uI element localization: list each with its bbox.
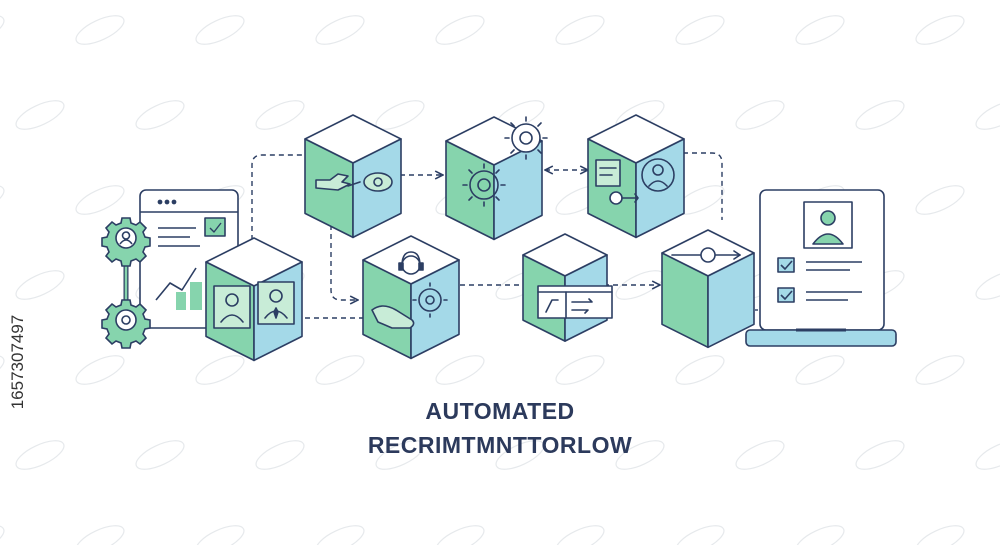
watermark-mark: [135, 440, 185, 470]
gear-settings-icon: [462, 116, 548, 207]
watermark-mark: [315, 355, 365, 385]
connector-lines: [251, 152, 758, 319]
cube-icons: [213, 116, 741, 329]
watermark-mark: [135, 100, 185, 130]
watermark-mark: [855, 100, 905, 130]
watermark-mark: [915, 15, 965, 45]
process-cubes: [205, 114, 755, 362]
watermark-mark: [75, 355, 125, 385]
watermark-mark: [795, 15, 845, 45]
watermark-mark: [75, 185, 125, 215]
headset-hand-gear-icon: [371, 251, 448, 329]
cube-gear: [445, 116, 543, 241]
watermark-mark: [795, 525, 845, 545]
watermark-mark: [15, 100, 65, 130]
watermark-mark: [75, 525, 125, 545]
connector-start-to-screening: [251, 154, 303, 240]
watermark-mark: [435, 525, 485, 545]
watermark-mark: [675, 355, 725, 385]
watermark-mark: [915, 355, 965, 385]
watermark-mark: [315, 525, 365, 545]
connector-down-to-support: [330, 207, 358, 300]
watermark-mark: [15, 270, 65, 300]
watermark-mark: [795, 355, 845, 385]
watermark-mark: [195, 525, 245, 545]
watermark-mark: [735, 100, 785, 130]
connector-interview-to-offer: [683, 152, 723, 220]
watermark-mark: [495, 440, 545, 470]
stock-image-id: 1657307497: [8, 314, 27, 410]
diagram-title-line-2: RECRIMTMNTTORLOW: [367, 432, 633, 458]
laptop-resume-icon: [745, 189, 897, 347]
watermark-mark: [915, 185, 965, 215]
watermark-mark: [975, 440, 1000, 470]
watermark-mark: [435, 15, 485, 45]
cube-support: [362, 235, 460, 360]
watermark-mark: [195, 355, 245, 385]
diagram-title-line-1: AUTOMATED: [425, 398, 575, 424]
gear-icon: [101, 217, 151, 267]
watermark-mark: [615, 440, 665, 470]
watermark-mark: [195, 15, 245, 45]
watermark-mark: [0, 525, 5, 545]
watermark-mark: [435, 355, 485, 385]
watermark-mark: [855, 440, 905, 470]
candidate-profiles-icon: [213, 281, 295, 329]
watermark-mark: [375, 440, 425, 470]
watermark-mark: [255, 440, 305, 470]
gear-chain-icon: [101, 217, 151, 349]
watermark-mark: [0, 185, 5, 215]
watermark-mark: [555, 355, 605, 385]
watermark-mark: [675, 525, 725, 545]
watermark-mark: [255, 100, 305, 130]
watermark-mark: [735, 440, 785, 470]
watermark-mark: [915, 525, 965, 545]
watermark-mark: [0, 355, 5, 385]
watermark-mark: [555, 525, 605, 545]
watermark-mark: [555, 15, 605, 45]
arrow-slider-icon: [671, 247, 741, 263]
handshake-eye-icon: [315, 172, 393, 192]
gear-icon: [101, 299, 151, 349]
watermark-mark: [75, 15, 125, 45]
watermark-mark: [315, 15, 365, 45]
watermark-mark: [975, 100, 1000, 130]
watermark-mark: [0, 15, 5, 45]
watermark-mark: [15, 440, 65, 470]
schedule-window-icon: [537, 285, 613, 319]
watermark-mark: [675, 15, 725, 45]
watermark-mark: [975, 270, 1000, 300]
interview-key-icon: [595, 158, 675, 205]
